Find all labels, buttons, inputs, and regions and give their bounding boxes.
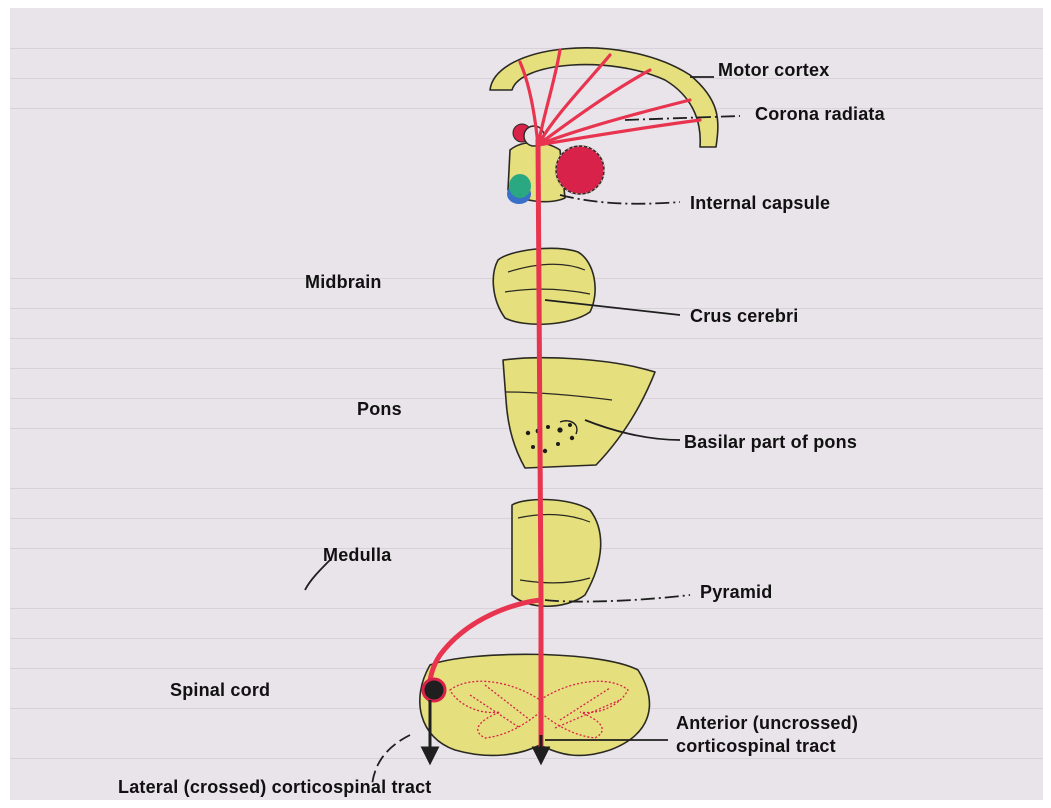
midbrain-label: Midbrain: [305, 272, 382, 293]
lateral-tract-label: Lateral (crossed) corticospinal tract: [118, 777, 432, 798]
motor-cortex-label: Motor cortex: [718, 60, 829, 81]
midbrain-shape: [493, 248, 595, 324]
nucleus-green: [509, 174, 531, 198]
anterior-tract-label-line2: corticospinal tract: [676, 736, 836, 757]
corona-radiata-label: Corona radiata: [755, 104, 885, 125]
crus-cerebri-label: Crus cerebri: [690, 306, 798, 327]
pyramid-label: Pyramid: [700, 582, 772, 603]
internal-capsule-label: Internal capsule: [690, 193, 830, 214]
medulla-label: Medulla: [323, 545, 391, 566]
anterior-down-arrow: [534, 748, 548, 762]
pons-shape: [503, 358, 655, 468]
basilar-part-of-pons-label: Basilar part of pons: [684, 432, 857, 453]
pons-label: Pons: [357, 399, 402, 420]
spinal-cord-label: Spinal cord: [170, 680, 270, 701]
anterior-tract-label-line1: Anterior (uncrossed): [676, 713, 858, 734]
lateral-tract-marker: [423, 679, 445, 701]
medulla-shape: [512, 500, 601, 607]
lateral-down-arrow: [423, 748, 437, 762]
